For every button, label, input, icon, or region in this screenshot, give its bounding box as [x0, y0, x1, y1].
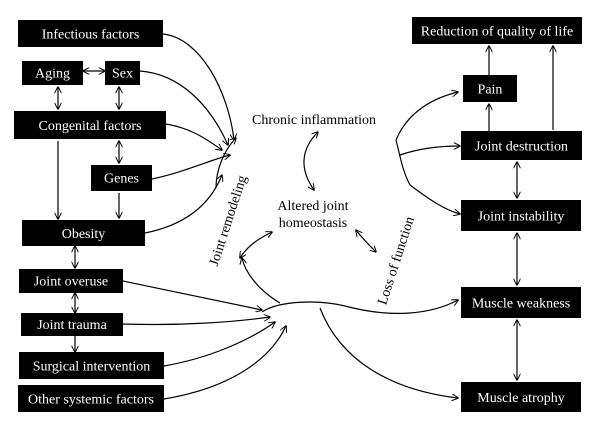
node-label: Muscle atrophy [477, 391, 564, 406]
node-label: Obesity [62, 227, 106, 242]
arrow-chronic-altered [303, 132, 318, 190]
edges [58, 33, 553, 400]
node-infectious-factors: Infectious factors [18, 20, 163, 47]
right-convergence-curve [395, 139, 411, 186]
arrow-sex-center [139, 70, 228, 145]
label-homeostasis: homeostasis [279, 216, 347, 231]
arrow-systemic-bottom [163, 326, 286, 400]
arrow-trauma-bottom [122, 317, 270, 326]
node-label: Other systemic factors [28, 393, 154, 408]
node-joint-destruction: Joint destruction [461, 131, 582, 160]
arrow-surgical-bottom [163, 322, 275, 367]
arrow-center-up [215, 138, 236, 189]
node-aging: Aging [22, 61, 83, 85]
arrow-congenital-center [165, 123, 222, 150]
node-label: Joint overuse [34, 275, 108, 290]
node-label: Pain [478, 83, 503, 98]
node-label: Sex [112, 67, 133, 82]
arrow-obesity-center [144, 175, 222, 234]
node-other-systemic-factors: Other systemic factors [18, 385, 164, 412]
node-pain: Pain [463, 75, 517, 102]
node-label: Congenital factors [38, 119, 141, 134]
node-joint-overuse: Joint overuse [19, 269, 123, 293]
node-genes: Genes [91, 165, 152, 191]
arrow-genes-center [151, 155, 230, 180]
node-surgical-intervention: Surgical intervention [19, 352, 164, 379]
node-muscle-weakness: Muscle weakness [461, 287, 581, 318]
node-congenital-factors: Congenital factors [14, 111, 166, 139]
arrow-right-to-instability [409, 184, 460, 214]
arrow-right-to-pain [395, 92, 458, 141]
node-label: Joint instability [478, 210, 565, 225]
node-label: Joint destruction [475, 140, 568, 155]
bottom-convergence-curve [261, 301, 346, 313]
node-obesity: Obesity [22, 220, 145, 246]
arrow-overuse-bottom [122, 280, 262, 310]
label-altered-joint: Altered joint [277, 199, 348, 214]
node-label: Genes [104, 172, 139, 187]
arrow-bottom-to-weakness [344, 300, 458, 314]
node-sex: Sex [105, 61, 140, 85]
arrow-infectious-center [162, 33, 234, 140]
node-label: Joint trauma [37, 318, 107, 333]
node-label: Aging [35, 67, 70, 82]
node-joint-instability: Joint instability [461, 200, 581, 231]
node-label: Muscle weakness [472, 297, 570, 312]
arrow-bottom-to-atrophy [319, 307, 458, 398]
label-chronic-inflammation: Chronic inflammation [252, 113, 376, 128]
node-label: Reduction of quality of life [421, 25, 573, 40]
label-loss-of-function: Loss of function [375, 215, 418, 307]
arrow-remodeling-altered [240, 232, 272, 258]
node-label: Surgical intervention [33, 360, 151, 375]
arrow-altered-loss [356, 230, 376, 252]
arrow-right-to-destruction [399, 146, 460, 156]
node-muscle-atrophy: Muscle atrophy [461, 382, 581, 412]
node-reduction-quality-of-life: Reduction of quality of life [412, 17, 582, 44]
node-joint-trauma: Joint trauma [21, 313, 123, 336]
node-label: Infectious factors [42, 28, 140, 43]
arrow-bottom-to-remodeling [242, 258, 281, 304]
label-joint-remodeling: Joint remodeling [207, 174, 250, 269]
